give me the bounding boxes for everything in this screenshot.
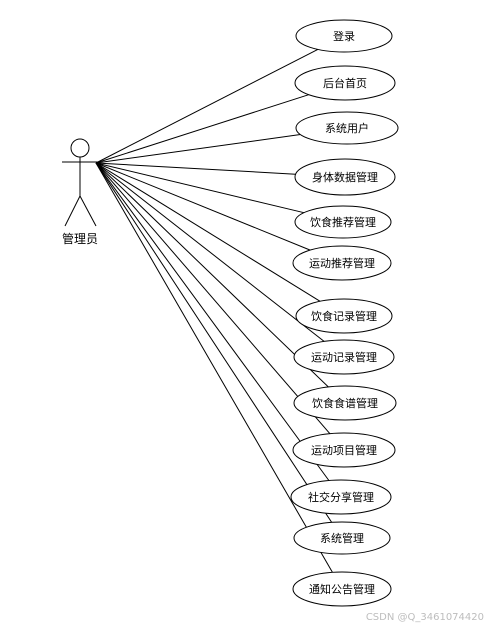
use-case-ellipse bbox=[294, 158, 396, 196]
use-case-label: 运动推荐管理 bbox=[309, 256, 375, 270]
use-case-ellipse bbox=[290, 479, 392, 515]
use-case-label: 系统管理 bbox=[320, 531, 364, 545]
use-case: 饮食食谱管理 bbox=[293, 385, 397, 421]
use-case-label: 身体数据管理 bbox=[312, 170, 378, 184]
use-case: 饮食推荐管理 bbox=[294, 205, 392, 239]
use-case: 系统用户 bbox=[295, 111, 399, 145]
use-case: 社交分享管理 bbox=[290, 479, 392, 515]
use-cases: 登录后台首页系统用户身体数据管理饮食推荐管理运动推荐管理饮食记录管理运动记录管理… bbox=[290, 19, 399, 607]
use-case-label: 运动项目管理 bbox=[311, 443, 377, 457]
association-line bbox=[95, 162, 330, 481]
use-case: 系统管理 bbox=[293, 521, 391, 555]
use-case-ellipse bbox=[292, 245, 392, 281]
association-line bbox=[95, 162, 311, 251]
use-case: 后台首页 bbox=[294, 65, 396, 101]
actor-left-leg bbox=[64, 195, 81, 227]
actor-admin: 管理员 bbox=[62, 138, 98, 246]
association-line bbox=[95, 162, 329, 388]
association-line bbox=[95, 162, 333, 573]
use-case-ellipse bbox=[294, 205, 392, 239]
use-case-ellipse bbox=[293, 385, 397, 421]
use-case-label: 运动记录管理 bbox=[311, 350, 377, 364]
use-case: 运动记录管理 bbox=[293, 339, 395, 375]
use-case: 饮食记录管理 bbox=[295, 298, 393, 334]
use-case: 身体数据管理 bbox=[294, 158, 396, 196]
actor-label: 管理员 bbox=[62, 231, 98, 246]
association-line bbox=[95, 134, 301, 164]
use-case-ellipse bbox=[292, 571, 392, 607]
association-line bbox=[95, 48, 319, 164]
use-case: 运动项目管理 bbox=[292, 432, 396, 468]
use-case-ellipse bbox=[294, 65, 396, 101]
association-line bbox=[95, 162, 325, 342]
association-line bbox=[95, 162, 333, 523]
use-case-ellipse bbox=[295, 19, 393, 53]
use-case-label: 系统用户 bbox=[325, 121, 369, 135]
use-case-label: 饮食推荐管理 bbox=[310, 215, 376, 229]
use-case-ellipse bbox=[295, 298, 393, 334]
watermark: CSDN @Q_3461074420 bbox=[366, 612, 484, 623]
use-case: 运动推荐管理 bbox=[292, 245, 392, 281]
association-line bbox=[95, 162, 305, 214]
use-case-label: 后台首页 bbox=[323, 76, 367, 90]
use-case-label: 通知公告管理 bbox=[309, 582, 375, 596]
use-case-ellipse bbox=[293, 521, 391, 555]
association-lines bbox=[95, 48, 333, 573]
use-case: 登录 bbox=[295, 19, 393, 53]
use-case-ellipse bbox=[292, 432, 396, 468]
association-line bbox=[95, 162, 331, 435]
actor-right-leg bbox=[79, 195, 97, 227]
use-case-ellipse bbox=[293, 339, 395, 375]
use-case-label: 饮食记录管理 bbox=[311, 309, 377, 323]
association-line bbox=[95, 162, 321, 302]
use-case-label: 登录 bbox=[333, 29, 355, 43]
association-line bbox=[95, 94, 309, 164]
actor-head bbox=[70, 138, 90, 158]
use-case-label: 社交分享管理 bbox=[308, 490, 374, 504]
association-line bbox=[95, 162, 296, 175]
use-case-label: 饮食食谱管理 bbox=[312, 396, 378, 410]
use-case: 通知公告管理 bbox=[292, 571, 392, 607]
use-case-ellipse bbox=[295, 111, 399, 145]
